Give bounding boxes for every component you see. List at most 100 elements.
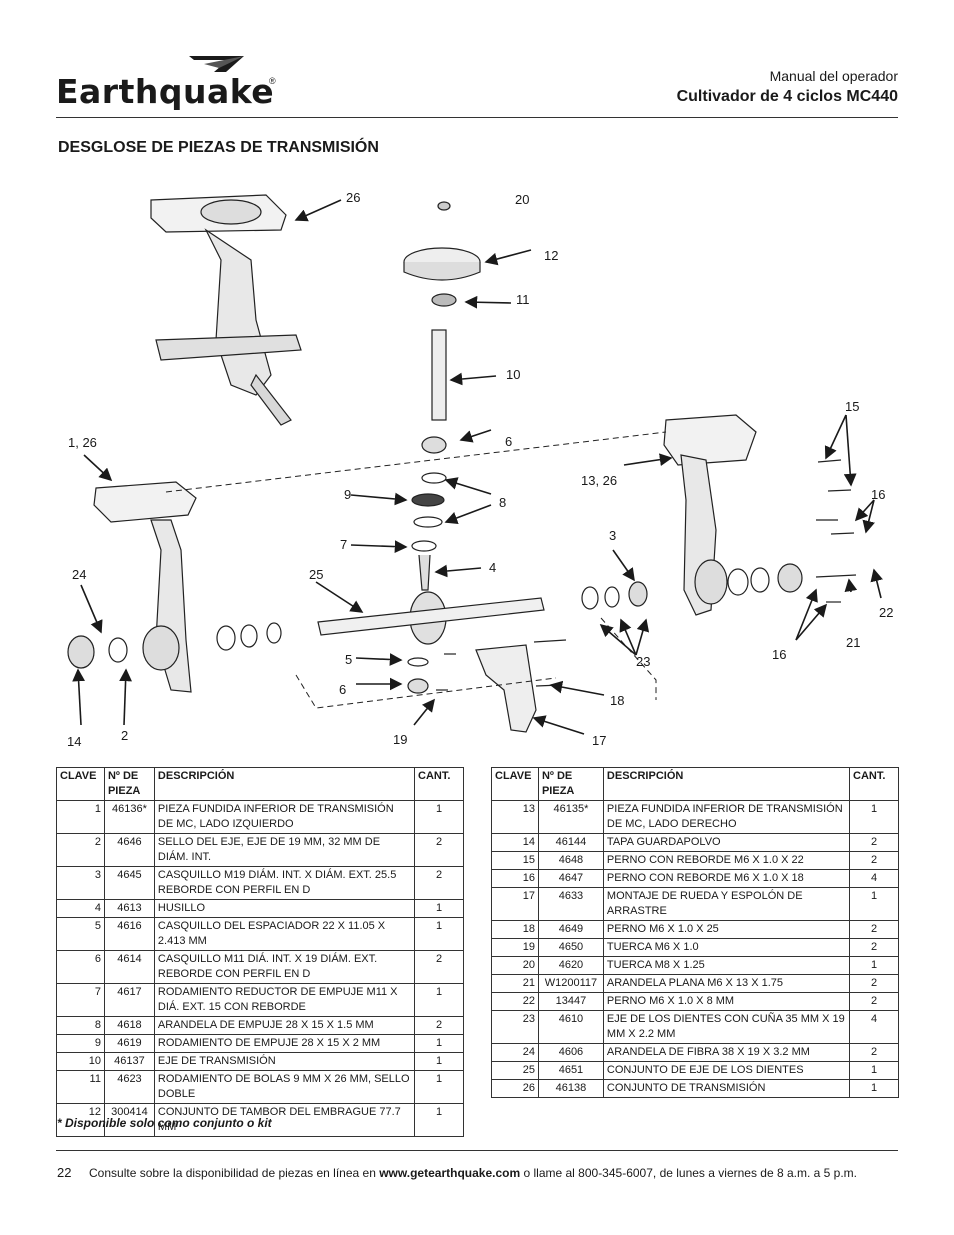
cell-quantity: 2 [414, 950, 464, 984]
footer-text-before: Consulte sobre la disponibilidad de piez… [89, 1166, 380, 1180]
cell-part-number: 4606 [537, 1043, 604, 1062]
cell-quantity: 2 [414, 1016, 464, 1035]
cell-part-number: 4650 [537, 938, 604, 957]
cell-quantity: 1 [414, 1034, 464, 1053]
footer-divider [56, 1150, 898, 1151]
callout-label: 1, 26 [68, 435, 97, 450]
callout-label: 24 [72, 567, 86, 582]
col-header-key: CLAVE [56, 767, 105, 801]
cell-key: 13 [491, 800, 539, 834]
cell-key: 19 [491, 938, 539, 957]
cell-description: PERNO M6 X 1.0 X 8 MM [602, 992, 851, 1011]
col-header-qty: CANT. [849, 767, 899, 801]
cell-part-number: 46137 [103, 1052, 155, 1071]
cell-description: TUERCA M6 X 1.0 [602, 938, 851, 957]
cell-part-number: 13447 [537, 992, 604, 1011]
cell-quantity: 2 [849, 974, 899, 993]
cell-key: 22 [491, 992, 539, 1011]
cell-quantity: 1 [414, 983, 464, 1017]
cell-part-number: 4651 [537, 1061, 604, 1080]
callout-label: 23 [636, 654, 650, 669]
cell-key: 24 [491, 1043, 539, 1062]
cell-part-number: 46144 [537, 833, 604, 852]
cell-description: ARANDELA DE EMPUJE 28 X 15 X 1.5 MM [153, 1016, 416, 1035]
cell-key: 7 [56, 983, 105, 1017]
cell-description: SELLO DEL EJE, EJE DE 19 MM, 32 MM DE DI… [153, 833, 416, 867]
cell-description: CASQUILLO DEL ESPACIADOR 22 X 11.05 X 2.… [153, 917, 416, 951]
cell-quantity: 2 [414, 866, 464, 900]
callout-label: 18 [610, 693, 624, 708]
exploded-parts-diagram: 26 20 12 11 10 6 15 1, 26 9 8 13, 26 16 … [56, 170, 898, 760]
footer-text: Consulte sobre la disponibilidad de piez… [89, 1166, 857, 1180]
cell-key: 26 [491, 1079, 539, 1098]
col-header-qty: CANT. [414, 767, 464, 801]
footnote: * Disponible solo como conjunto o kit [57, 1116, 272, 1130]
cell-quantity: 1 [849, 956, 899, 975]
cell-quantity: 2 [849, 1043, 899, 1062]
cell-part-number: 4649 [537, 920, 604, 939]
footer-website-link[interactable]: www.getearthquake.com [379, 1166, 521, 1180]
cell-description: PERNO CON REBORDE M6 X 1.0 X 22 [602, 851, 851, 870]
cell-key: 1 [56, 800, 105, 834]
cell-part-number: 4619 [103, 1034, 155, 1053]
cell-description: CASQUILLO M19 DIÁM. INT. X DIÁM. EXT. 25… [153, 866, 416, 900]
cell-key: 16 [491, 869, 539, 888]
callout-label: 3 [609, 528, 616, 543]
cell-key: 6 [56, 950, 105, 984]
callout-label: 6 [339, 682, 346, 697]
cell-part-number: 4618 [103, 1016, 155, 1035]
cell-quantity: 2 [849, 851, 899, 870]
callout-label: 16 [772, 647, 786, 662]
cell-quantity: 2 [849, 938, 899, 957]
col-header-part-no: Nº DE PIEZA [103, 767, 155, 801]
col-header-part-no: Nº DE PIEZA [537, 767, 604, 801]
cell-quantity: 4 [849, 869, 899, 888]
cell-quantity: 2 [849, 920, 899, 939]
registered-mark: ® [269, 76, 276, 86]
cell-key: 12 [56, 1103, 105, 1137]
cell-description: RODAMIENTO DE BOLAS 9 MM X 26 MM, SELLO … [153, 1070, 416, 1104]
callout-label: 9 [344, 487, 351, 502]
cell-quantity: 1 [849, 1061, 899, 1080]
cell-part-number: W1200117 [537, 974, 604, 993]
callout-label: 26 [346, 190, 360, 205]
cell-quantity: 1 [414, 899, 464, 918]
callout-label: 5 [345, 652, 352, 667]
cell-part-number: 46135* [537, 800, 604, 834]
callout-label: 6 [505, 434, 512, 449]
col-header-key: CLAVE [491, 767, 539, 801]
cell-part-number: 4613 [103, 899, 155, 918]
callout-label: 14 [67, 734, 81, 749]
cell-quantity: 4 [849, 1010, 899, 1044]
manual-label: Manual del operador [769, 68, 898, 84]
cell-description: ARANDELA DE FIBRA 38 X 19 X 3.2 MM [602, 1043, 851, 1062]
cell-description: CONJUNTO DE TRANSMISIÓN [602, 1079, 851, 1098]
cell-part-number: 4645 [103, 866, 155, 900]
col-header-description: DESCRIPCIÓN [153, 767, 416, 801]
cell-key: 11 [56, 1070, 105, 1104]
cell-quantity: 1 [849, 1079, 899, 1098]
model-title: Cultivador de 4 ciclos MC440 [676, 88, 898, 105]
cell-key: 10 [56, 1052, 105, 1071]
callout-label: 11 [516, 292, 530, 307]
callout-label: 25 [309, 567, 323, 582]
callout-label: 16 [871, 487, 885, 502]
